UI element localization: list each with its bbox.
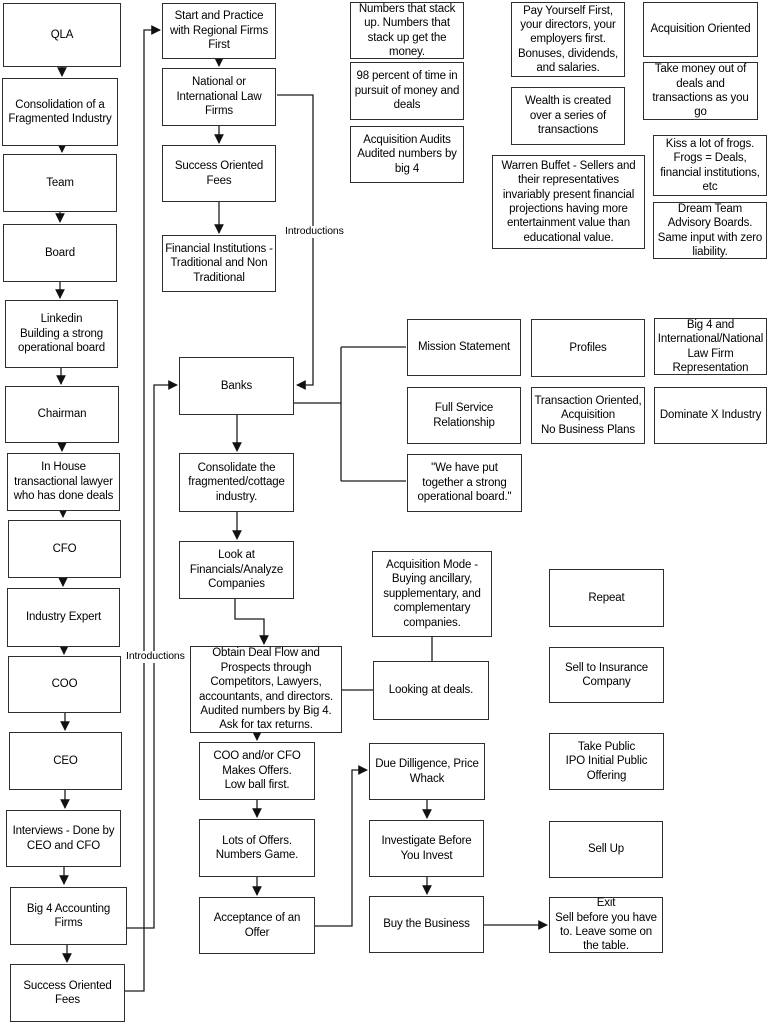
- node-full-service: Full Service Relationship: [407, 387, 521, 444]
- node-consolidation: Consolidation of a Fragmented Industry: [2, 78, 118, 146]
- node-98-percent: 98 percent of time in pursuit of money a…: [350, 62, 464, 120]
- node-sell-insurance: Sell to Insurance Company: [549, 647, 664, 703]
- node-big4-accounting: Big 4 Accounting Firms: [10, 887, 127, 945]
- node-pay-yourself-first: Pay Yourself First, your directors, your…: [511, 2, 625, 77]
- node-profiles: Profiles: [531, 319, 645, 377]
- node-ceo: CEO: [9, 732, 122, 790]
- node-financial-institutions: Financial Institutions - Traditional and…: [162, 235, 276, 292]
- node-take-money-out: Take money out of deals and transactions…: [643, 62, 758, 120]
- node-strong-board-quote: "We have put together a strong operation…: [407, 454, 522, 512]
- node-investigate: Investigate Before You Invest: [369, 820, 484, 877]
- node-chairman: Chairman: [5, 386, 119, 443]
- node-linkedin: Linkedin Building a strong operational b…: [5, 300, 118, 368]
- node-exit: Exit Sell before you have to. Leave some…: [549, 897, 663, 953]
- node-transaction-oriented: Transaction Oriented, Acquisition No Bus…: [531, 387, 645, 444]
- node-banks: Banks: [179, 357, 294, 415]
- node-look-financials: Look at Financials/Analyze Companies: [179, 541, 294, 599]
- node-coo: COO: [8, 656, 121, 713]
- node-lots-of-offers: Lots of Offers. Numbers Game.: [199, 819, 315, 877]
- node-warren-buffet: Warren Buffet - Sellers and their repres…: [492, 155, 645, 249]
- node-due-diligence: Due Dilligence, Price Whack: [369, 743, 485, 800]
- node-board: Board: [3, 224, 117, 282]
- node-dominate-industry: Dominate X Industry: [654, 387, 767, 444]
- node-kiss-frogs: Kiss a lot of frogs. Frogs = Deals, fina…: [653, 135, 767, 196]
- node-cfo: CFO: [8, 520, 121, 578]
- node-buy-business: Buy the Business: [369, 896, 484, 953]
- node-wealth-created: Wealth is created over a series of trans…: [511, 87, 625, 145]
- node-team: Team: [3, 154, 117, 212]
- node-acquisition-audits: Acquisition Audits Audited numbers by bi…: [350, 126, 464, 183]
- node-take-public: Take Public IPO Initial Public Offering: [549, 733, 664, 790]
- edge-label-introductions-top: Introductions: [283, 225, 346, 238]
- node-big4-intl-law: Big 4 and International/National Law Fir…: [654, 318, 767, 375]
- node-obtain-deal-flow: Obtain Deal Flow and Prospects through C…: [190, 646, 342, 733]
- node-dream-team: Dream Team Advisory Boards. Same input w…: [653, 202, 767, 259]
- node-start-practice: Start and Practice with Regional Firms F…: [162, 3, 276, 59]
- node-acquisition-oriented: Acquisition Oriented: [643, 2, 758, 57]
- edge-label-introductions-left: Introductions: [124, 650, 187, 663]
- node-interviews: Interviews - Done by CEO and CFO: [6, 810, 121, 867]
- node-industry-expert: Industry Expert: [7, 588, 120, 647]
- node-in-house-lawyer: In House transactional lawyer who has do…: [7, 453, 120, 511]
- node-mission-statement: Mission Statement: [407, 319, 521, 376]
- node-consolidate-industry: Consolidate the fragmented/cottage indus…: [179, 453, 294, 512]
- node-coo-cfo-offers: COO and/or CFO Makes Offers. Low ball fi…: [199, 742, 315, 800]
- node-acceptance: Acceptance of an Offer: [199, 897, 315, 954]
- node-acquisition-mode: Acquisition Mode - Buying ancillary, sup…: [372, 551, 492, 637]
- node-qla: QLA: [3, 3, 121, 67]
- node-looking-at-deals: Looking at deals.: [373, 661, 489, 720]
- node-national-law: National or International Law Firms: [162, 68, 276, 126]
- node-success-fees-mid: Success Oriented Fees: [162, 145, 276, 202]
- node-repeat: Repeat: [549, 569, 664, 627]
- node-success-fees-left: Success Oriented Fees: [10, 964, 125, 1022]
- node-sell-up: Sell Up: [549, 821, 663, 878]
- node-numbers-stack: Numbers that stack up. Numbers that stac…: [350, 2, 464, 59]
